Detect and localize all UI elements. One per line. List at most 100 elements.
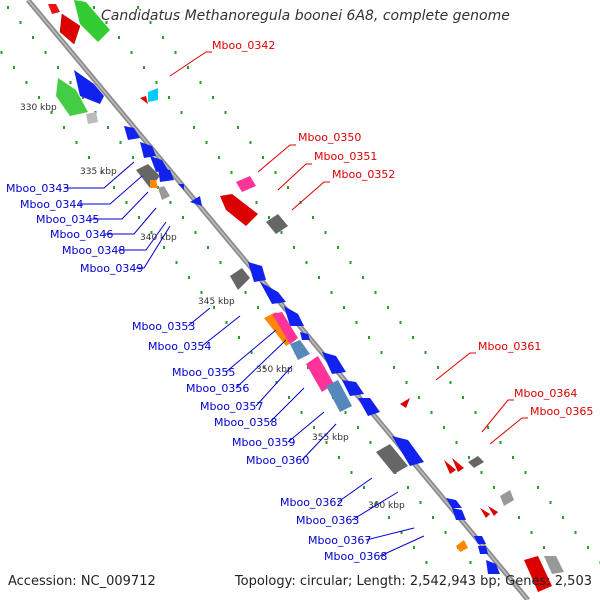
gene-feature[interactable] — [290, 340, 310, 360]
gene-feature[interactable] — [236, 176, 256, 192]
track-dot — [93, 6, 95, 9]
gene-feature[interactable] — [452, 458, 464, 472]
gene-feature[interactable] — [446, 498, 462, 508]
gene-label[interactable]: Mboo_0364 — [514, 387, 577, 400]
gene-feature[interactable] — [444, 460, 456, 474]
gene-feature[interactable] — [306, 356, 334, 392]
gene-feature[interactable] — [284, 306, 304, 326]
gene-label[interactable]: Mboo_0356 — [186, 382, 249, 395]
gene-feature[interactable] — [456, 540, 468, 552]
track-dot — [287, 186, 289, 189]
gene-feature[interactable] — [74, 0, 110, 42]
gene-label[interactable]: Mboo_0359 — [232, 436, 295, 449]
gene-label[interactable]: Mboo_0348 — [62, 244, 125, 257]
track-dot — [107, 126, 109, 129]
gene-feature[interactable] — [452, 508, 466, 520]
gene-feature[interactable] — [272, 312, 298, 344]
gene-label[interactable]: Mboo_0343 — [6, 182, 69, 195]
gene-label[interactable]: Mboo_0345 — [36, 213, 99, 226]
gene-label[interactable]: Mboo_0342 — [212, 39, 275, 52]
gene-feature[interactable] — [158, 186, 170, 200]
gene-feature[interactable] — [358, 398, 380, 416]
track-dot — [380, 351, 383, 354]
gene-feature[interactable] — [248, 262, 266, 282]
gene-feature[interactable] — [392, 436, 424, 466]
gene-label[interactable]: Mboo_0363 — [296, 514, 359, 527]
track-dot — [344, 411, 347, 414]
gene-feature[interactable] — [326, 380, 352, 412]
gene-feature[interactable] — [266, 214, 288, 234]
gene-feature[interactable] — [148, 88, 158, 102]
track-dot — [63, 126, 65, 129]
gene-feature[interactable] — [376, 444, 408, 474]
gene-feature[interactable] — [322, 352, 346, 374]
track-dot — [132, 156, 134, 159]
track-dot — [225, 321, 228, 324]
gene-feature[interactable] — [220, 194, 258, 226]
gene-label[interactable]: Mboo_0365 — [530, 405, 593, 418]
gene-feature[interactable] — [480, 508, 490, 518]
track-dot — [305, 261, 308, 264]
track-dot — [180, 111, 183, 114]
gene-label[interactable]: Mboo_0346 — [50, 228, 113, 241]
gene-feature[interactable] — [124, 126, 140, 140]
gene-feature[interactable] — [500, 490, 514, 506]
track-dot — [237, 126, 239, 129]
gene-label[interactable]: Mboo_0367 — [308, 534, 371, 547]
gene-feature[interactable] — [190, 196, 202, 206]
gene-feature[interactable] — [478, 546, 488, 554]
gene-feature[interactable] — [230, 268, 250, 290]
track-dot — [0, 51, 3, 54]
gene-label[interactable]: Mboo_0361 — [478, 340, 541, 353]
gene-feature[interactable] — [150, 156, 168, 172]
gene-feature[interactable] — [486, 560, 500, 574]
track-dot — [432, 516, 434, 519]
gene-label[interactable]: Mboo_0350 — [298, 131, 361, 144]
gene-feature[interactable] — [400, 398, 410, 408]
gene-feature[interactable] — [524, 556, 552, 592]
gene-feature[interactable] — [56, 78, 88, 116]
gene-feature[interactable] — [178, 184, 184, 190]
right-gene-labels: Mboo_0342 Mboo_0350 Mboo_0351 Mboo_0352 … — [212, 39, 593, 418]
track-dot — [350, 471, 353, 474]
gene-feature[interactable] — [468, 456, 484, 468]
gene-feature[interactable] — [74, 70, 104, 104]
gene-label[interactable]: Mboo_0360 — [246, 454, 309, 467]
gene-feature[interactable] — [150, 180, 158, 188]
track-dot — [200, 291, 203, 294]
track-dot — [50, 111, 53, 114]
gene-label[interactable]: Mboo_0368 — [324, 550, 387, 563]
gene-label[interactable]: Mboo_0344 — [20, 198, 83, 211]
gene-label[interactable]: Mboo_0355 — [172, 366, 235, 379]
gene-label[interactable]: Mboo_0358 — [214, 416, 277, 429]
gene-feature[interactable] — [158, 168, 174, 182]
tick-label: 330 kbp — [20, 103, 57, 113]
track-dot — [437, 366, 439, 369]
gene-feature[interactable] — [86, 112, 98, 124]
gene-feature[interactable] — [59, 13, 81, 45]
gene-feature[interactable] — [342, 380, 364, 396]
track-dot — [587, 546, 589, 549]
gene-feature[interactable] — [140, 96, 148, 104]
gene-feature[interactable] — [300, 332, 310, 340]
track-dot — [499, 441, 502, 444]
track-dot — [255, 201, 258, 204]
track-dot — [187, 66, 189, 69]
gene-label[interactable]: Mboo_0354 — [148, 340, 211, 353]
track-dot — [143, 66, 145, 69]
track-dot — [337, 246, 339, 249]
gene-label[interactable]: Mboo_0353 — [132, 320, 195, 333]
track-dot — [449, 381, 452, 384]
gene-feature[interactable] — [474, 536, 486, 544]
gene-label[interactable]: Mboo_0362 — [280, 496, 343, 509]
gene-feature[interactable] — [140, 142, 156, 158]
gene-label[interactable]: Mboo_0351 — [314, 150, 377, 163]
gene-feature[interactable] — [260, 282, 286, 304]
gene-feature[interactable] — [544, 556, 564, 574]
gene-label[interactable]: Mboo_0349 — [80, 262, 143, 275]
gene-label[interactable]: Mboo_0357 — [200, 400, 263, 413]
left-leader-lines — [64, 161, 425, 557]
gene-feature[interactable] — [488, 506, 498, 516]
gene-feature[interactable] — [48, 4, 60, 14]
gene-label[interactable]: Mboo_0352 — [332, 168, 395, 181]
